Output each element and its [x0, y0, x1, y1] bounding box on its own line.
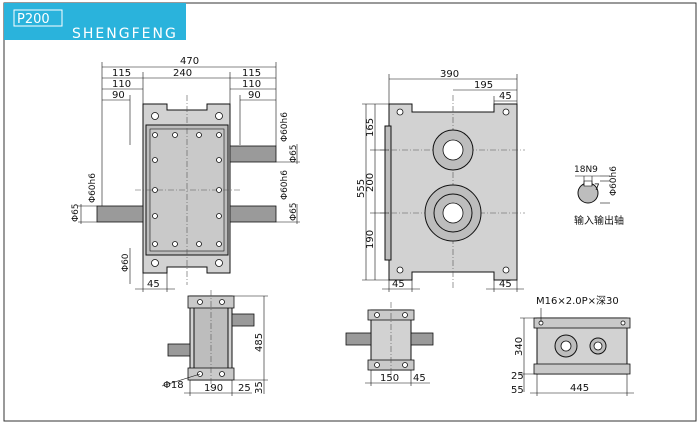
brand-label: SHENGFENG [72, 26, 178, 42]
dim-240: 240 [173, 68, 192, 79]
dim-110-right: 110 [242, 79, 261, 90]
dim-br-thread: M16×2.0P×深30 [536, 295, 619, 307]
dim-br-25: 25 [511, 371, 524, 382]
dim-side-390: 390 [440, 69, 459, 80]
dim-left-lug-dia: Φ60 [121, 253, 131, 272]
dim-bl-hole: Φ18 [163, 380, 184, 391]
side-view: 390 195 45 555 165 200 190 45 45 [356, 69, 525, 292]
dim-right-shaft-dia-1: Φ60h6 [280, 112, 290, 142]
dim-side-45-bl: 45 [392, 279, 405, 290]
dim-keyway: 18N9 [574, 165, 598, 175]
bottom-right-view: M16×2.0P×深30 340 25 445 55 [511, 295, 634, 396]
model-label: P200 [17, 12, 50, 27]
dim-110-left: 110 [112, 79, 131, 90]
dim-right-body-dia-2: Φ65 [289, 202, 299, 221]
dim-right-body-dia-1: Φ65 [289, 144, 299, 163]
dim-90-left: 90 [112, 90, 125, 101]
header-band [4, 3, 186, 40]
dim-br-340: 340 [514, 337, 525, 356]
dim-bl-25: 25 [238, 383, 251, 394]
shaft-caption: 输入输出轴 [574, 214, 624, 227]
dim-br-55: 55 [511, 385, 524, 396]
dim-115-right: 115 [242, 68, 261, 79]
dim-side-195: 195 [474, 80, 493, 91]
dim-bl-35: 35 [254, 381, 265, 394]
dim-shaft-dia: Φ60h6 [609, 166, 619, 196]
dim-bm-150: 150 [380, 373, 399, 384]
dim-br-445: 445 [570, 383, 589, 394]
dim-side-190: 190 [365, 230, 376, 249]
dim-side-200: 200 [365, 173, 376, 192]
model-box [13, 9, 63, 27]
dim-side-45-br: 45 [499, 279, 512, 290]
bottom-left-view: 485 35 Φ18 190 25 [161, 290, 268, 396]
dim-side-555: 555 [356, 179, 367, 198]
dim-bm-45: 45 [413, 373, 426, 384]
dim-side-165: 165 [365, 118, 376, 137]
bottom-mid-view: 150 45 [345, 302, 434, 386]
shaft-detail: 18N9 Φ60h6 7 输入输出轴 [574, 165, 624, 227]
dim-115-left: 115 [112, 68, 131, 79]
dim-90-right: 90 [248, 90, 261, 101]
dim-bl-485: 485 [254, 333, 265, 352]
dim-left-body-dia: Φ65 [71, 203, 81, 222]
dim-key-depth: 7 [594, 183, 600, 193]
dim-bl-190: 190 [204, 383, 223, 394]
dim-side-45-top: 45 [499, 91, 512, 102]
dim-left-shaft-dia: Φ60h6 [88, 173, 98, 203]
dim-470: 470 [180, 56, 199, 67]
dim-right-shaft-dia-2: Φ60h6 [280, 170, 290, 200]
front-view: 470 115 240 115 110 110 90 90 Φ60h6 Φ65 … [71, 56, 300, 292]
dim-front-lug-45: 45 [147, 279, 160, 290]
